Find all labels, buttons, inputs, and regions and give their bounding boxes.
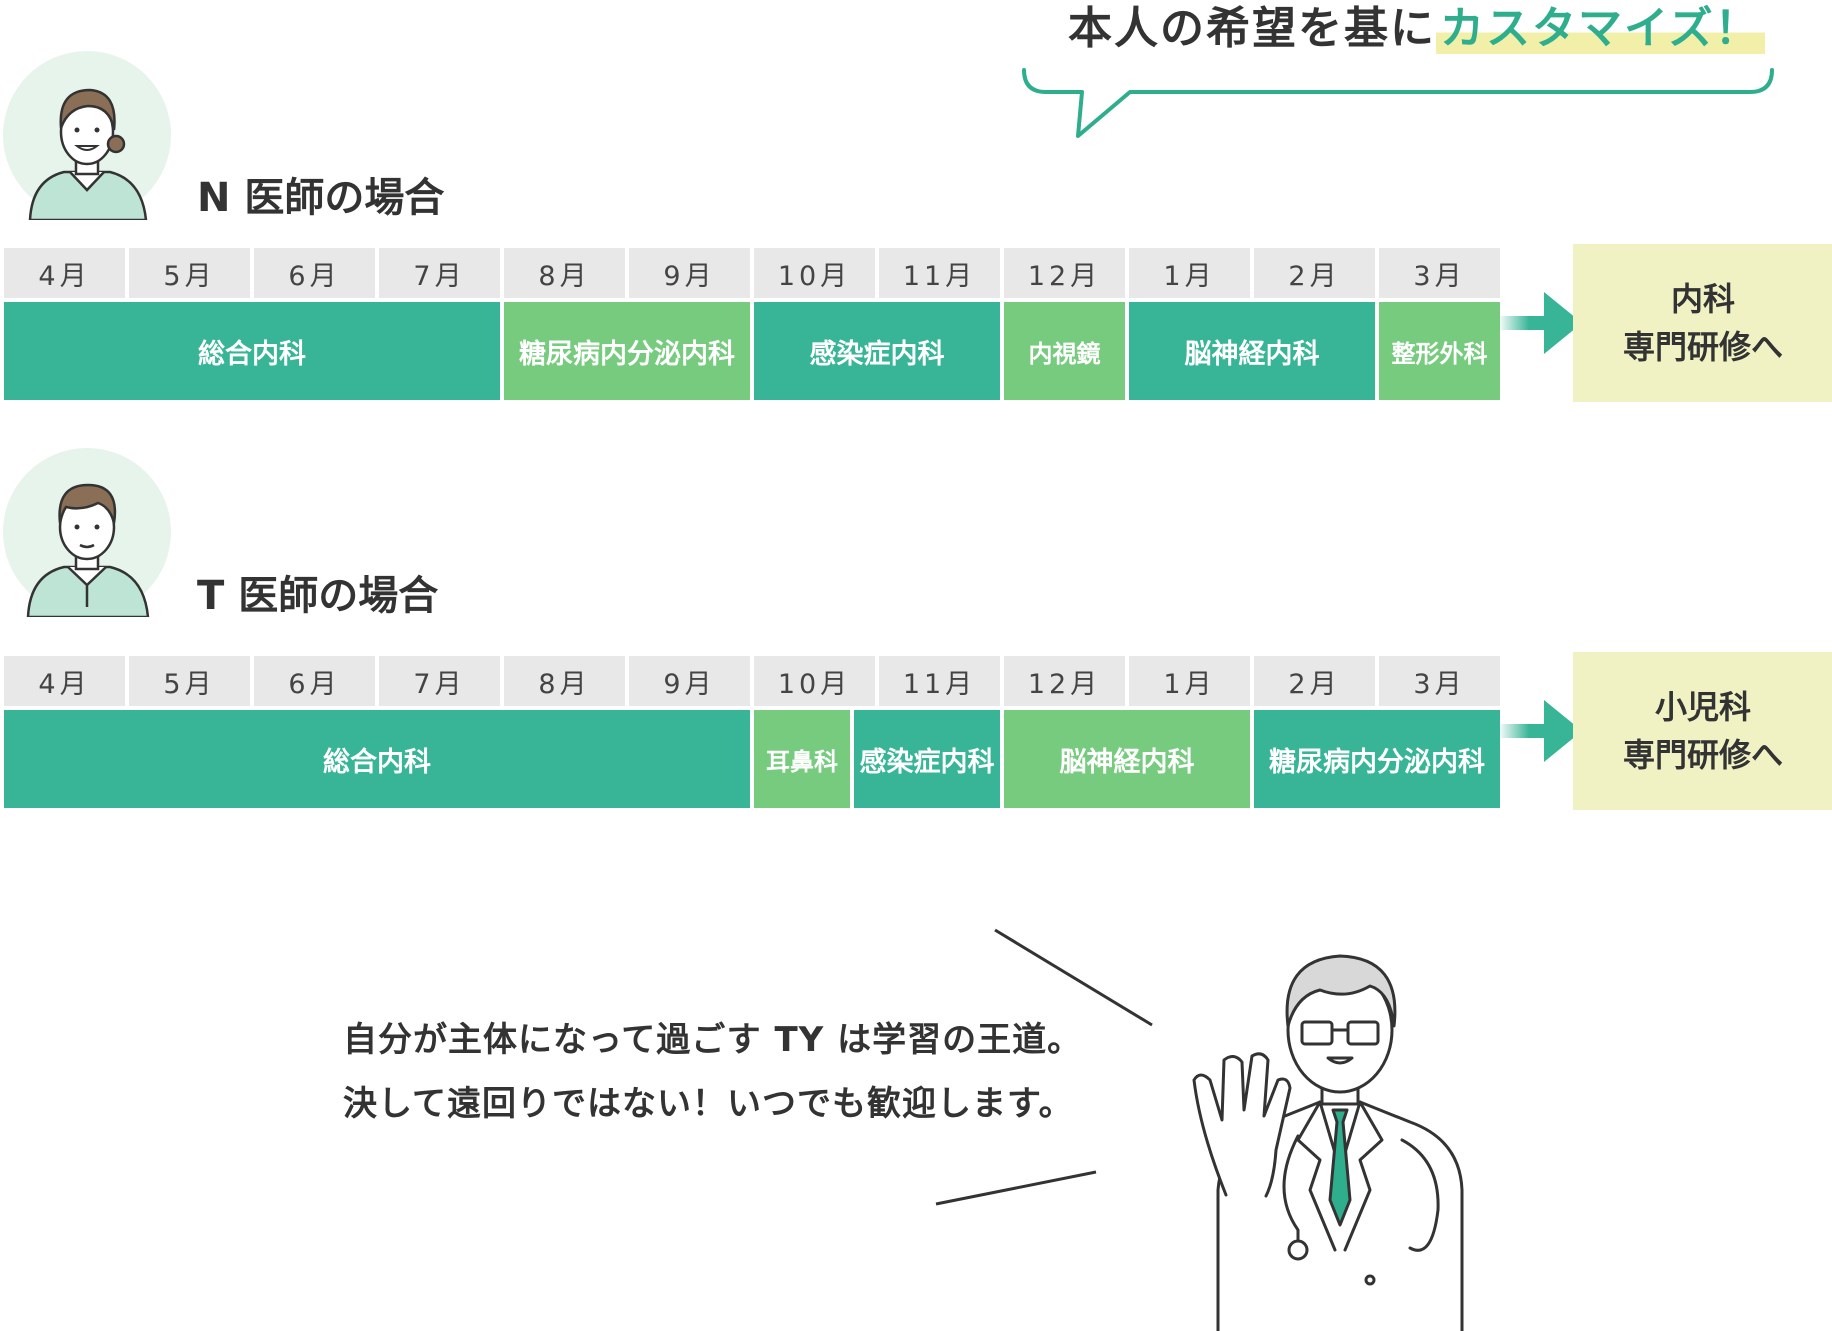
rotation-block: 感染症内科	[854, 710, 1000, 808]
month-label: 12月	[1004, 248, 1125, 298]
month-label: 3月	[1379, 656, 1500, 706]
arrow-right-icon	[1498, 700, 1582, 762]
plan-n-destination: 内科 専門研修へ	[1573, 244, 1832, 402]
rotation-block: 耳鼻科	[754, 710, 850, 808]
month-label: 8月	[504, 248, 625, 298]
month-label: 1月	[1129, 656, 1250, 706]
plan-t-title: T 医師の場合	[197, 573, 439, 619]
quote-line-1: 自分が主体になって過ごす TY は学習の王道。	[343, 1020, 1083, 1060]
speech-bracket	[1022, 68, 1774, 138]
destination-dept: 内科	[1670, 280, 1735, 318]
month-label: 12月	[1004, 656, 1125, 706]
destination-label: 専門研修へ	[1622, 328, 1783, 366]
month-label: 6月	[254, 248, 375, 298]
destination-label: 専門研修へ	[1622, 736, 1783, 774]
rotation-block: 感染症内科	[754, 302, 1000, 400]
month-label: 11月	[879, 248, 1000, 298]
plan-t-destination: 小児科 専門研修へ	[1573, 652, 1832, 810]
month-label: 6月	[254, 656, 375, 706]
rotation-block: 脳神経内科	[1004, 710, 1250, 808]
month-label: 5月	[129, 248, 250, 298]
month-label: 10月	[754, 248, 875, 298]
female-doctor-avatar-icon	[3, 51, 171, 220]
rotation-block: 総合内科	[4, 302, 500, 400]
month-label: 9月	[629, 656, 750, 706]
month-label: 9月	[629, 248, 750, 298]
rotation-block: 糖尿病内分泌内科	[504, 302, 750, 400]
plan-n-rotations: 総合内科糖尿病内分泌内科感染症内科内視鏡脳神経内科整形外科	[4, 302, 1504, 400]
plan-n-title: N 医師の場合	[197, 175, 445, 221]
headline-highlight: カスタマイズ！	[1436, 3, 1765, 54]
month-label: 2月	[1254, 248, 1375, 298]
month-label: 10月	[754, 656, 875, 706]
rotation-block: 整形外科	[1379, 302, 1500, 400]
male-doctor-avatar-icon	[3, 448, 171, 617]
headline: 本人の希望を基にカスタマイズ！	[1068, 0, 1765, 56]
month-label: 7月	[379, 656, 500, 706]
month-label: 5月	[129, 656, 250, 706]
mentor-doctor-illustration	[1192, 954, 1464, 1331]
month-label: 2月	[1254, 656, 1375, 706]
speech-lines	[935, 928, 1153, 1206]
doctor-quote: 自分が主体になって過ごす TY は学習の王道。 決して遠回りではない！いつでも歓…	[343, 1008, 1082, 1136]
arrow-right-icon	[1498, 292, 1582, 354]
rotation-block: 総合内科	[4, 710, 750, 808]
month-label: 1月	[1129, 248, 1250, 298]
month-label: 4月	[4, 248, 125, 298]
month-label: 11月	[879, 656, 1000, 706]
rotation-block: 脳神経内科	[1129, 302, 1375, 400]
quote-line-2: 決して遠回りではない！いつでも歓迎します。	[343, 1084, 1074, 1124]
month-label: 4月	[4, 656, 125, 706]
plan-t-rotations: 総合内科耳鼻科感染症内科脳神経内科糖尿病内分泌内科	[4, 710, 1504, 808]
month-label: 7月	[379, 248, 500, 298]
month-label: 3月	[1379, 248, 1500, 298]
rotation-block: 糖尿病内分泌内科	[1254, 710, 1500, 808]
headline-text: 本人の希望を基に	[1068, 3, 1436, 54]
rotation-block: 内視鏡	[1004, 302, 1125, 400]
month-label: 8月	[504, 656, 625, 706]
destination-dept: 小児科	[1654, 688, 1751, 726]
